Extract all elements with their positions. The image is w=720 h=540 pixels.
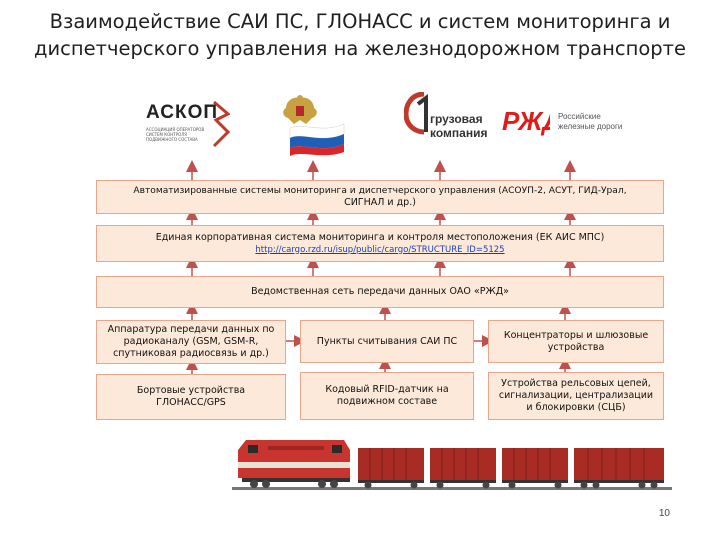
readers-text: Пункты считывания САИ ПС	[316, 335, 458, 347]
signalling-line-1: Устройства рельсовых цепей,	[501, 378, 651, 389]
monitoring-line-1: Автоматизированные системы мониторинга и…	[133, 186, 627, 196]
ekaism-link[interactable]: http://cargo.rzd.ru/isup/public/cargo/ST…	[255, 244, 505, 255]
freight-wagon-icon-2	[430, 448, 496, 489]
rzd-logo-icon: РЖД	[502, 106, 550, 136]
signalling-line-3: и блокировки (СЦБ)	[526, 402, 626, 413]
radio-equipment-box: Аппаратура передачи данных по радиоканал…	[96, 320, 286, 364]
page-number: 10	[658, 508, 670, 519]
ekaism-line-1: Единая корпоративная система мониторинга…	[155, 231, 605, 243]
signalling-line-2: сигнализации, централизации	[498, 390, 654, 401]
rzd-logo-line-2: железные дороги	[558, 122, 623, 131]
readers-box: Пункты считывания САИ ПС	[300, 320, 474, 363]
concentrators-box: Концентраторы и шлюзовые устройства	[488, 320, 664, 363]
title-line-2: диспетчерского управления на железнодоро…	[33, 37, 687, 60]
train-illustration	[232, 440, 672, 490]
radio-line-3: спутниковая радиосвязь и др.)	[113, 348, 269, 359]
locomotive-icon	[238, 440, 350, 488]
radio-line-2: радиоканалу (GSM, GSM-R,	[123, 336, 259, 347]
rfid-line-2: подвижном составе	[336, 396, 438, 407]
rfid-sensor-box: Кодовый RFID-датчик на подвижном составе	[300, 372, 474, 420]
askop-logo: АСКОП АССОЦИАЦИЯ ОПЕРАТОРОВ СИСТЕМ КОНТР…	[144, 100, 231, 150]
glonass-line-2: ГЛОНАСС/GPS	[156, 397, 226, 408]
glonass-devices-box: Бортовые устройства ГЛОНАСС/GPS	[96, 374, 286, 420]
rzd-logo-line-1: Российские	[558, 112, 601, 121]
askop-logo-name: АСКОП	[146, 102, 219, 123]
askop-logo-sub-1: АССОЦИАЦИЯ ОПЕРАТОРОВ	[146, 127, 205, 132]
network-text: Ведомственная сеть передачи данных ОАО «…	[251, 286, 509, 297]
concentrators-line-2: устройства	[547, 341, 605, 353]
svg-text:РЖД: РЖД	[502, 106, 550, 136]
concentrators-line-1: Концентраторы и шлюзовые	[503, 329, 649, 341]
rzd-logo: РЖД Российские железные дороги	[500, 104, 640, 138]
pgk-logo-icon	[404, 92, 428, 135]
russian-emblem-flag-icon	[272, 94, 348, 156]
network-box: Ведомственная сеть передачи данных ОАО «…	[96, 276, 664, 308]
radio-line-1: Аппаратура передачи данных по	[107, 324, 275, 335]
title-line-1: Взаимодействие САИ ПС, ГЛОНАСС и систем …	[49, 10, 671, 33]
glonass-line-1: Бортовые устройства	[136, 385, 246, 396]
signalling-box: Устройства рельсовых цепей, сигнализации…	[488, 372, 664, 420]
askop-logo-icon	[212, 100, 231, 148]
freight-wagon-icon-1	[358, 448, 424, 489]
monitoring-line-2: СИГНАЛ и др.)	[344, 197, 416, 208]
monitoring-systems-box: Автоматизированные системы мониторинга и…	[96, 180, 664, 214]
pgk-logo-line-1: грузовая	[430, 112, 483, 126]
pgk-logo-line-2: компания	[430, 126, 488, 140]
page-title: Взаимодействие САИ ПС, ГЛОНАСС и систем …	[0, 8, 720, 62]
freight-wagon-icon-4	[574, 448, 664, 489]
askop-logo-sub-3: ПОДВИЖНОГО СОСТАВА	[146, 137, 198, 142]
pgk-logo: грузовая компания	[404, 92, 494, 158]
rfid-line-1: Кодовый RFID-датчик на	[325, 384, 449, 395]
ekaism-box: Единая корпоративная система мониторинга…	[96, 225, 664, 262]
freight-wagon-icon-3	[502, 448, 568, 489]
askop-logo-sub-2: СИСТЕМ КОНТРОЛЯ	[146, 132, 188, 137]
